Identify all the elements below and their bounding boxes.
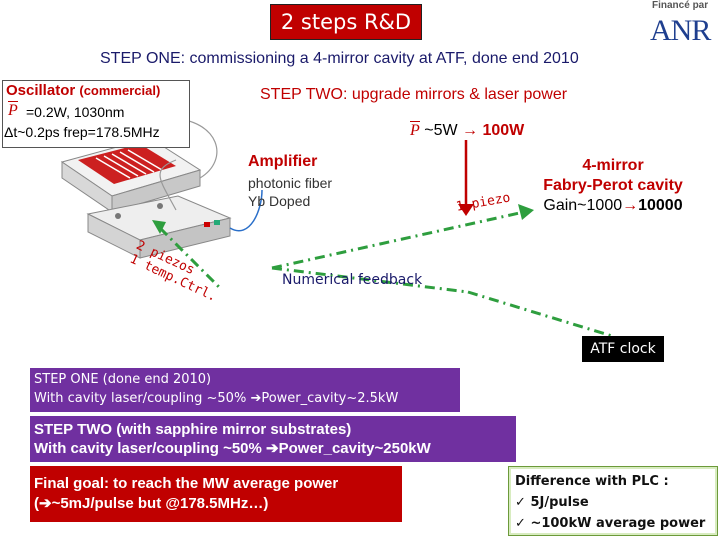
step-one-box: STEP ONE (done end 2010) With cavity las…: [30, 368, 460, 412]
arrow-right-icon: →: [462, 122, 479, 139]
gain-to: 10000: [638, 197, 683, 214]
step-two-power-to: 100W: [482, 122, 525, 139]
step-two-heading: STEP TWO: upgrade mirrors & laser power: [260, 86, 568, 103]
check-icon: ✓: [515, 516, 526, 531]
amplifier-line1: photonic fiber: [248, 175, 333, 191]
check-icon: ✓: [515, 495, 526, 510]
controller-device: [86, 195, 232, 259]
final-goal-line1: Final goal: to reach the MW average powe…: [34, 475, 339, 492]
step-two-box-line1: STEP TWO (with sapphire mirror substrate…: [34, 421, 352, 438]
gain-label: Gain~1000: [543, 197, 623, 214]
oscillator-title-main: Oscillator: [6, 82, 76, 99]
page-title: 2 steps R&D: [270, 4, 422, 40]
fabry-perot-line1: 4-mirror: [582, 157, 644, 174]
final-goal-box: Final goal: to reach the MW average powe…: [30, 466, 402, 522]
numerical-feedback-label: Numerical feedback: [282, 272, 423, 288]
amplifier-title: Amplifier: [248, 153, 318, 170]
oscillator-box: [2, 80, 190, 148]
oscillator-title: Oscillator (commercial): [6, 82, 160, 99]
step-one-box-line1: STEP ONE (done end 2010): [34, 372, 212, 387]
step-two-box-line2: With cavity laser/coupling ~50% ➔Power_c…: [34, 439, 512, 458]
step-two-power: P ~5W → 100W: [410, 121, 525, 140]
fabry-perot-gain: Gain~1000→10000: [530, 196, 696, 216]
plc-item-2: ✓ ~100kW average power: [515, 513, 711, 534]
oscillator-power-symbol: P: [8, 101, 18, 120]
step-two-power-cavity: Power_cavity~250kW: [278, 440, 431, 457]
plc-title: Difference with PLC :: [515, 474, 669, 489]
fabry-perot-box: 4-mirror Fabry-Perot cavity Gain~1000→10…: [530, 156, 696, 222]
arrow-right-icon: ➔: [250, 391, 262, 406]
step-two-coupling: With cavity laser/coupling ~50%: [34, 440, 262, 457]
oscillator-device: [60, 137, 202, 213]
power-symbol: P: [8, 101, 18, 119]
step-two-box: STEP TWO (with sapphire mirror substrate…: [30, 416, 516, 462]
plc-difference-box: Difference with PLC : ✓ 5J/pulse ✓ ~100k…: [508, 466, 718, 536]
step-two-power-from: ~5W: [424, 122, 458, 139]
amplifier-line2: Yb Doped: [248, 193, 311, 209]
plc-item-1-text: 5J/pulse: [530, 495, 589, 510]
oscillator-subtitle: (commercial): [79, 83, 161, 98]
plc-item-2-text: ~100kW average power: [530, 516, 706, 531]
anr-logo: Financé par ANR: [648, 0, 720, 50]
plc-item-1: ✓ 5J/pulse: [515, 492, 711, 513]
arrow-right-icon: ➔: [39, 495, 52, 512]
logo-caption: Financé par: [652, 0, 709, 11]
final-goal-line2-text: ~5mJ/pulse but @178.5MHz…): [51, 495, 269, 512]
fabry-perot-line2: Fabry-Perot cavity: [543, 177, 683, 194]
step-two-power-symbol: P: [410, 121, 420, 139]
arrow-right-icon: ➔: [266, 440, 279, 457]
atf-clock-label: ATF clock: [582, 336, 664, 362]
step-one-coupling: With cavity laser/coupling ~50%: [34, 391, 247, 406]
step-one-box-line2: With cavity laser/coupling ~50% ➔Power_c…: [34, 389, 456, 408]
oscillator-line1: =0.2W, 1030nm: [26, 104, 125, 120]
step-one-power-cavity: Power_cavity~2.5kW: [261, 391, 399, 406]
oscillator-line2: Δt~0.2ps frep=178.5MHz: [4, 124, 160, 140]
final-goal-line2: (➔~5mJ/pulse but @178.5MHz…): [34, 495, 269, 512]
arrow-right-icon: →: [622, 197, 639, 214]
logo-brand: ANR: [650, 14, 711, 47]
step-one-heading: STEP ONE: commissioning a 4-mirror cavit…: [100, 50, 579, 67]
